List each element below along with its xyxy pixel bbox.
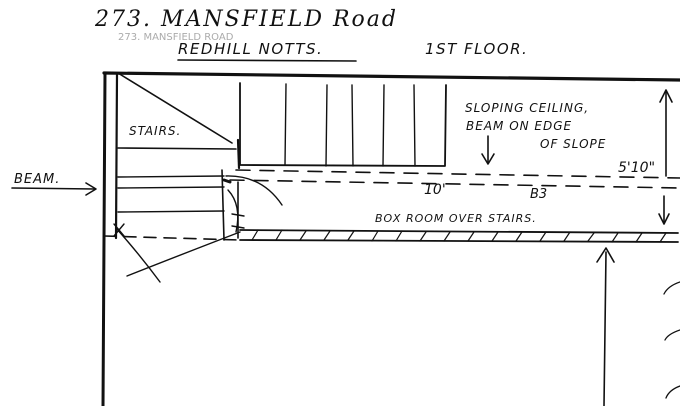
plank-1 bbox=[284, 83, 287, 166]
slope-down-arrowhead bbox=[481, 153, 495, 165]
sloping-ceiling-note-3: OF SLOPE bbox=[540, 137, 606, 151]
plank-5 bbox=[413, 84, 416, 167]
plank-2 bbox=[325, 84, 328, 167]
address-ghost-text: 273. MANSFIELD ROAD bbox=[118, 32, 234, 43]
stair-cross-line-1 bbox=[115, 227, 161, 283]
stair-cross-line-2 bbox=[126, 231, 241, 277]
address-title: 273. MANSFIELD Road bbox=[94, 7, 398, 32]
width-dimension: 10' bbox=[424, 182, 446, 198]
door-swing-arc-1 bbox=[225, 175, 283, 206]
stair-tread-2 bbox=[117, 175, 225, 178]
town-underline bbox=[177, 59, 357, 62]
stair-tread-1 bbox=[117, 147, 237, 150]
beam-dashed-line-1 bbox=[235, 169, 680, 179]
lower-dashed-beam bbox=[103, 235, 241, 241]
beam-arrowhead bbox=[85, 182, 97, 196]
top-wall bbox=[102, 71, 680, 82]
door-hinge-mark bbox=[222, 178, 232, 184]
edge-curve-1 bbox=[663, 281, 680, 295]
town-label: REDHILL NOTTS. bbox=[178, 40, 323, 58]
wall-hatching bbox=[251, 229, 667, 243]
left-wall bbox=[101, 71, 107, 406]
edge-curve-2 bbox=[664, 329, 680, 341]
box-room-wall-top bbox=[239, 229, 679, 234]
box-room-label: BOX ROOM OVER STAIRS. bbox=[375, 212, 537, 225]
room-height-arrow-line bbox=[603, 251, 607, 406]
floor-label: 1ST FLOOR. bbox=[425, 40, 528, 58]
stair-tread-3 bbox=[117, 186, 225, 189]
beam-dashed-line-2 bbox=[229, 179, 680, 189]
beam-arrow-line bbox=[11, 187, 96, 190]
stair-x-mark bbox=[113, 223, 125, 237]
room-height-arrowhead bbox=[596, 247, 615, 263]
door-swing-arc-2 bbox=[227, 189, 239, 233]
plank-box-outline bbox=[239, 82, 447, 167]
edge-curve-3 bbox=[665, 385, 680, 399]
box-room-wall-bottom bbox=[239, 239, 679, 243]
plank-4 bbox=[382, 84, 385, 167]
plank-box-left-post bbox=[236, 138, 241, 170]
beam-label: BEAM. bbox=[14, 172, 60, 187]
height-arrowhead bbox=[659, 89, 673, 103]
door-post-mark bbox=[231, 213, 245, 217]
sloping-ceiling-note-1: SLOPING CEILING, bbox=[465, 101, 589, 115]
plank-3 bbox=[351, 84, 354, 167]
stairs-label: STAIRS. bbox=[129, 124, 181, 138]
stair-diagonal bbox=[117, 72, 233, 144]
right-down-arrowhead bbox=[658, 213, 670, 225]
sloping-ceiling-note-2: BEAM ON EDGE bbox=[466, 119, 572, 133]
stair-right-edge bbox=[221, 169, 225, 241]
door-post-mark-2 bbox=[231, 225, 245, 229]
stair-tread-4 bbox=[117, 210, 225, 213]
stair-inner-wall bbox=[114, 72, 119, 240]
room-code: B3 bbox=[530, 187, 547, 202]
height-dimension: 5'10" bbox=[618, 160, 655, 176]
